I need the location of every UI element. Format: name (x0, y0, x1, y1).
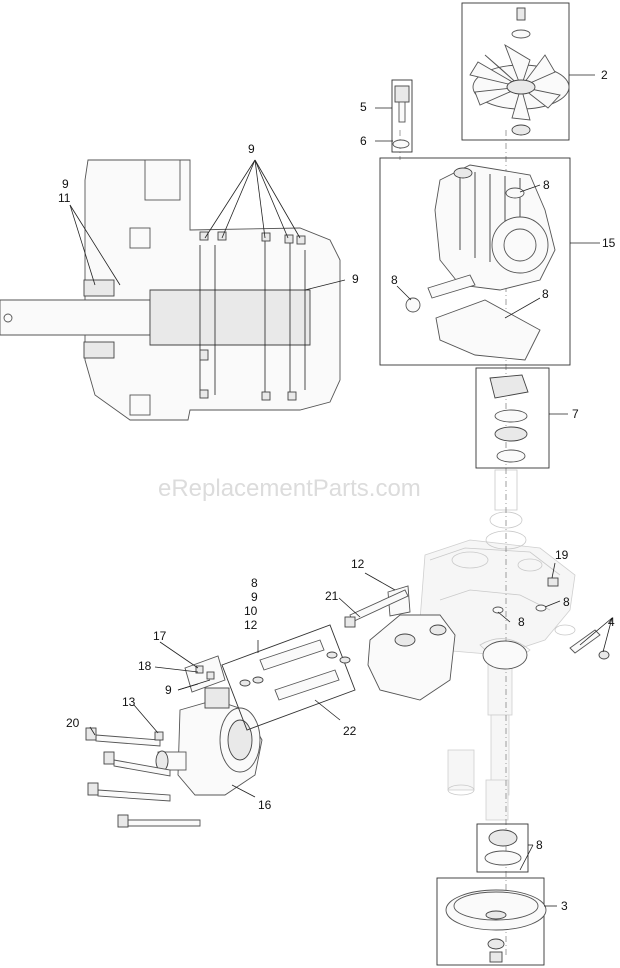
callout-9-small: 9 (165, 683, 172, 697)
center-section (344, 585, 531, 701)
bearing (484, 829, 522, 866)
check-valves (492, 577, 610, 660)
mounting-plate (184, 655, 226, 693)
callout-9-top: 9 (248, 142, 255, 156)
callout-16: 16 (258, 798, 272, 812)
callout-8-valve: 8 (563, 595, 570, 609)
fan-kit-box (461, 2, 570, 141)
callout-19: 19 (555, 548, 569, 562)
callout-9-right: 9 (352, 272, 359, 286)
callout-8-reservoir-cap: 8 (543, 178, 550, 192)
seal-kit-parts (489, 374, 529, 463)
leader-lines (69, 74, 613, 907)
callout-20: 20 (66, 716, 80, 730)
pulley (445, 889, 547, 963)
callout-10: 10 (244, 604, 258, 618)
section-view (0, 159, 341, 421)
callout-21: 21 (325, 589, 339, 603)
callout-12-center: 12 (351, 557, 365, 571)
callout-8-bearing: 8 (536, 838, 543, 852)
bolts (85, 727, 201, 828)
fitting-box (391, 79, 413, 153)
callout-2: 2 (601, 68, 608, 82)
seal-tube-kit-box (221, 624, 356, 731)
callout-8-oring: 8 (518, 615, 525, 629)
reservoir-kit-box (379, 157, 571, 366)
callout-3: 3 (561, 899, 568, 913)
fitting-part (392, 85, 410, 149)
hydraulic-motor (155, 687, 263, 796)
callout-9-stack: 9 (251, 590, 258, 604)
callout-15: 15 (602, 236, 616, 250)
callout-13: 13 (122, 695, 136, 709)
callout-5: 5 (360, 100, 367, 114)
callout-12-stack: 12 (244, 618, 258, 632)
callout-labels: 2 5 6 8 15 8 8 7 9 9 11 9 19 8 4 8 12 21… (58, 68, 616, 913)
seal-kit-box (475, 367, 550, 469)
callout-17: 17 (153, 629, 167, 643)
callout-8-fitting: 8 (391, 273, 398, 287)
callout-18: 18 (138, 659, 152, 673)
callout-22: 22 (343, 724, 357, 738)
watermark-text: eReplacementParts.com (158, 475, 421, 502)
cooling-fan (469, 7, 570, 136)
callout-9-left: 9 (62, 177, 69, 191)
bearing-box (476, 823, 529, 873)
callout-7: 7 (572, 407, 579, 421)
callout-8-stack: 8 (251, 576, 258, 590)
callout-8-gasket: 8 (542, 287, 549, 301)
callout-6: 6 (360, 134, 367, 148)
reservoir-tank (405, 164, 556, 361)
callout-4: 4 (608, 615, 615, 629)
tube-set (239, 639, 351, 701)
pulley-kit-box (436, 877, 545, 966)
callout-11: 11 (58, 191, 71, 205)
